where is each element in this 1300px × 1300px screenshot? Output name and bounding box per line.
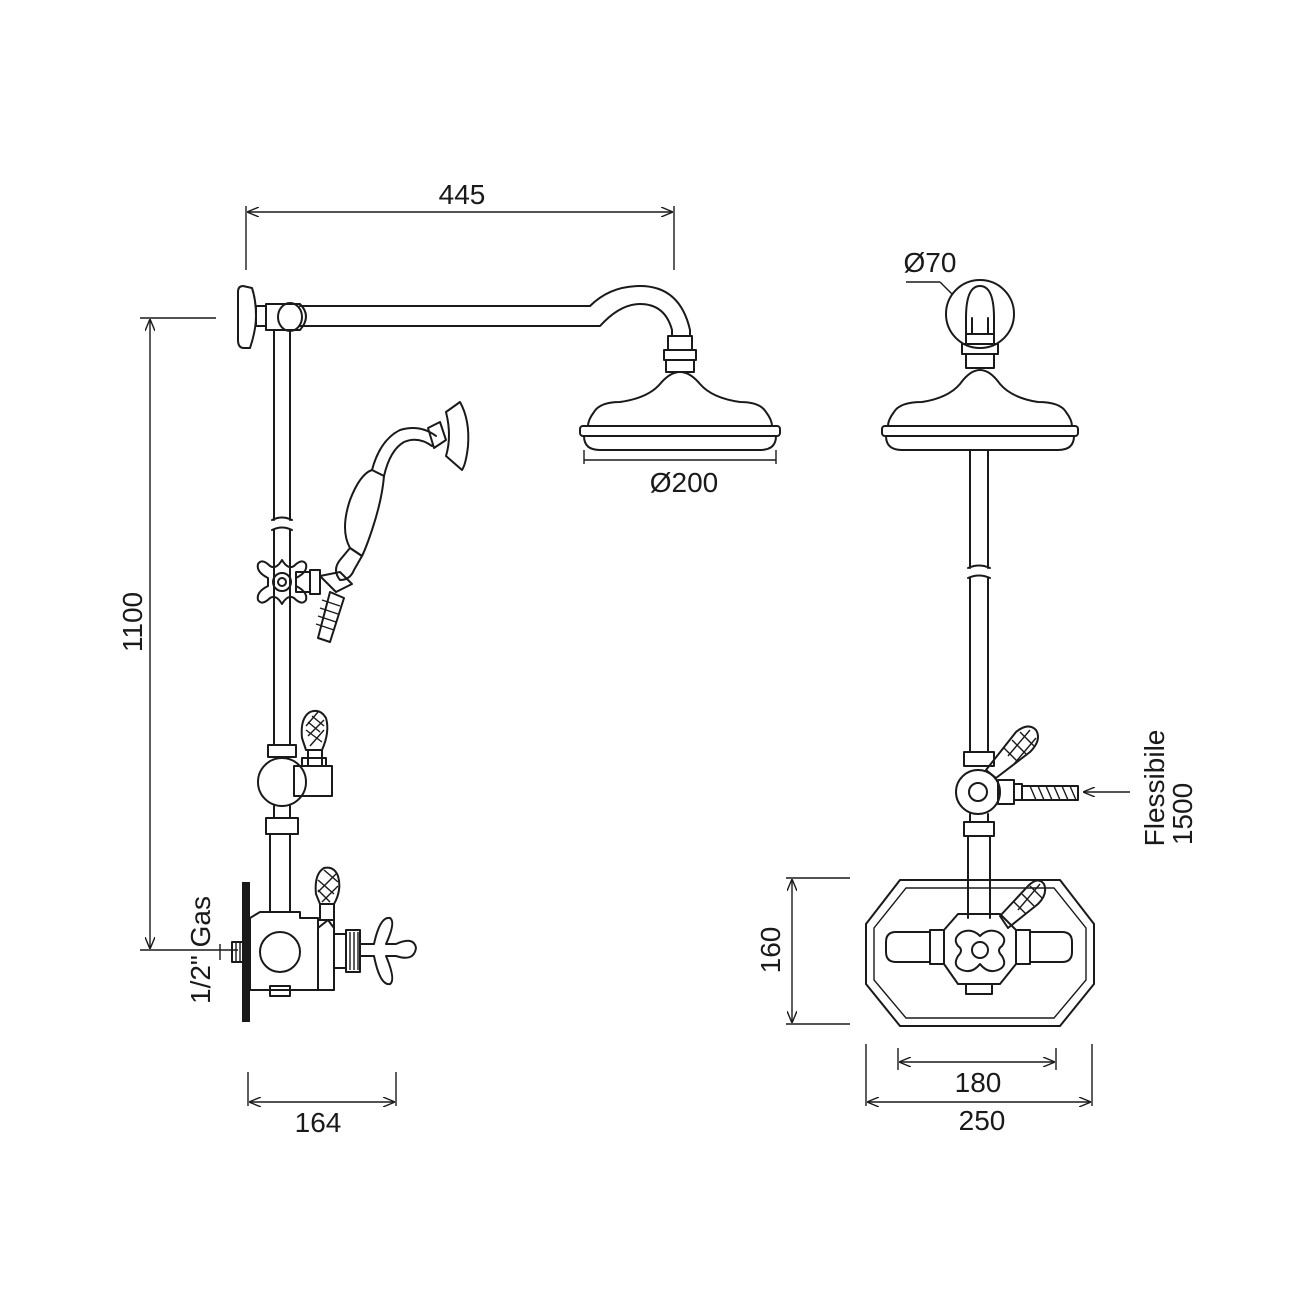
dim-label-164: 164 (295, 1107, 342, 1138)
dimension-160: 160 (755, 877, 850, 1025)
dim-label-1100: 1100 (117, 592, 148, 652)
front-view (865, 279, 1095, 1027)
wall-plate-side (242, 882, 250, 1022)
hand-shower (335, 401, 470, 581)
front-diverter (955, 725, 1079, 919)
dimension-180: 180 (897, 1048, 1057, 1098)
dimension-diameter-70: Ø70 (904, 247, 957, 295)
dim-label-160: 160 (755, 927, 786, 974)
front-wall-plate (865, 879, 1095, 1027)
front-wall-flange (945, 279, 1015, 369)
diverter-valve (257, 709, 333, 835)
dimension-250: 250 (865, 1044, 1093, 1136)
shower-arm (299, 285, 691, 337)
dimension-inlet-thread: 1/2" Gas (185, 896, 221, 1004)
shower-head-front (881, 369, 1079, 451)
hand-shower-holder (315, 571, 353, 643)
dim-label-70: Ø70 (904, 247, 957, 278)
dim-label-hose: Flessibile (1139, 730, 1170, 847)
dimension-diameter-200: Ø200 (583, 450, 777, 498)
dim-label-inlet-thread: 1/2" Gas (185, 896, 216, 1004)
side-view (231, 285, 781, 1022)
dim-label-445: 445 (439, 179, 486, 210)
dimension-1100: 1100 (117, 317, 238, 951)
lower-pipe (269, 833, 291, 913)
dim-label-180: 180 (955, 1067, 1002, 1098)
thermostatic-body (231, 866, 417, 997)
dimension-164: 164 (247, 1072, 397, 1138)
dimension-445: 445 (245, 179, 675, 270)
riser-pipe (267, 329, 297, 758)
dim-label-200: Ø200 (650, 467, 719, 498)
dim-label-1500: 1500 (1167, 783, 1198, 845)
slider-cross-handle (256, 559, 321, 605)
top-wall-flange (237, 285, 307, 349)
front-mixer (885, 879, 1073, 995)
shower-head-side (579, 371, 781, 451)
front-riser (963, 449, 995, 767)
head-connector (663, 335, 697, 373)
dim-label-250: 250 (959, 1105, 1006, 1136)
dimension-hose: Flessibile 1500 (1084, 730, 1198, 847)
